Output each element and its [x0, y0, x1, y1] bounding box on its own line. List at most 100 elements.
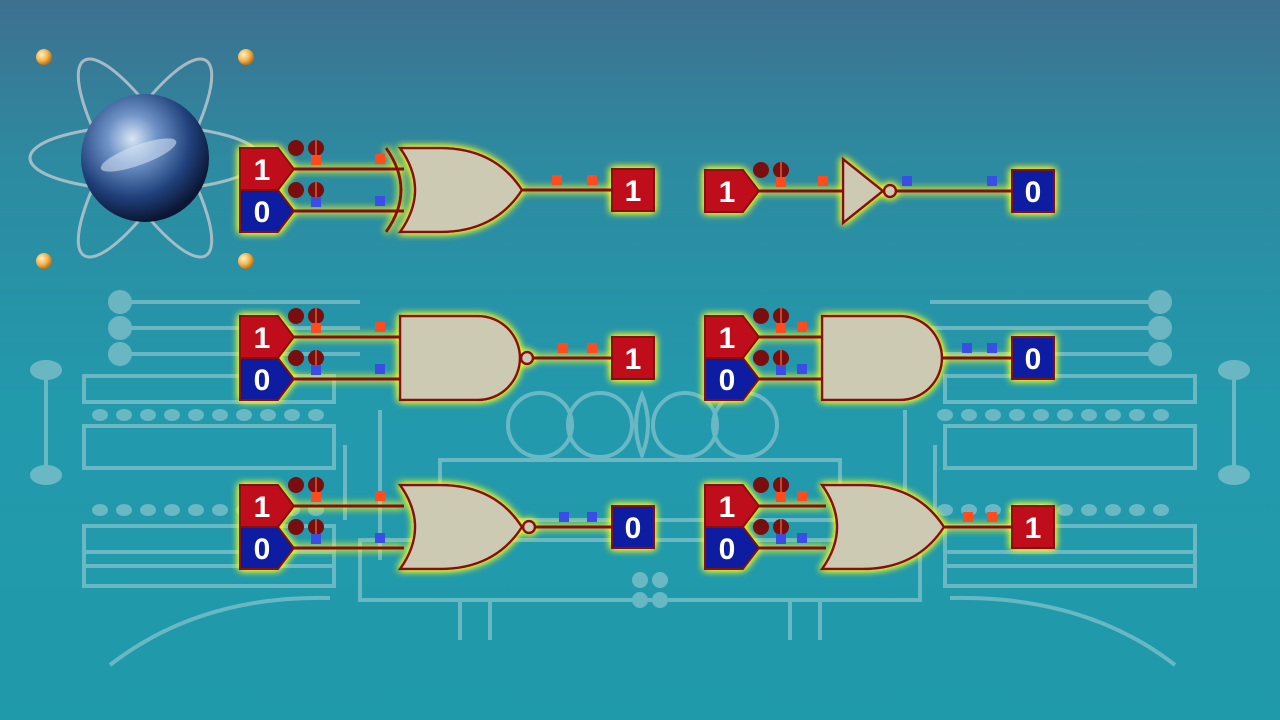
logic-probe-high: [963, 512, 973, 522]
solder-pad: [188, 409, 204, 421]
xor-gate-circuit: 101: [239, 140, 655, 234]
logic-input-high[interactable]: 1: [239, 147, 296, 191]
logic-input-low[interactable]: 0: [239, 357, 296, 401]
nor-gate-icon: [397, 483, 524, 571]
nor-gate-circuit: 1 0 0: [239, 477, 655, 571]
logic-output-low: 0: [1011, 336, 1055, 380]
solder-pad: [1081, 504, 1097, 516]
solder-pad: [1057, 409, 1073, 421]
solder-pad: [937, 409, 953, 421]
input-value: 1: [254, 154, 271, 187]
solder-pad: [1129, 409, 1145, 421]
logic-input-high[interactable]: 1: [704, 315, 761, 359]
solder-pad: [236, 409, 252, 421]
logic-probe-low: [962, 343, 972, 353]
input-value: 0: [254, 364, 271, 397]
logic-output-high: 1: [611, 168, 655, 212]
output-value: 0: [625, 512, 642, 545]
logic-probe-low: [587, 512, 597, 522]
clip-icon: [753, 162, 769, 178]
logic-probe-low: [987, 343, 997, 353]
solder-pad: [92, 409, 108, 421]
clip-icon: [753, 477, 769, 493]
logic-output-low: 0: [611, 505, 655, 549]
not-gate-icon: [841, 156, 886, 226]
logic-output-high: 1: [611, 336, 655, 380]
input-value: 1: [719, 322, 736, 355]
board-traces-right: [903, 290, 1250, 667]
logic-probe-high: [987, 512, 997, 522]
logic-probe-high: [776, 177, 786, 187]
output-value: 0: [1025, 343, 1042, 376]
logic-probe-low: [776, 365, 786, 375]
clip-icon: [753, 519, 769, 535]
logic-probe-high: [375, 491, 385, 501]
or-gate-icon: [819, 483, 946, 571]
logic-probe-high: [311, 155, 321, 165]
solder-pad: [1153, 504, 1169, 516]
input-value: 0: [254, 533, 271, 566]
and-gate-icon: [820, 314, 944, 402]
logic-probe-high: [797, 491, 807, 501]
clip-icon: [753, 350, 769, 366]
solder-pad: [116, 504, 132, 516]
clip-icon: [753, 308, 769, 324]
logic-input-low[interactable]: 0: [239, 189, 296, 233]
logic-output-low: 0: [1011, 169, 1055, 213]
logic-input-low[interactable]: 0: [239, 526, 296, 570]
output-value: 1: [625, 175, 642, 208]
logic-input-high[interactable]: 1: [239, 484, 296, 528]
logic-input-low[interactable]: 0: [704, 526, 761, 570]
logic-probe-high: [375, 322, 385, 332]
logic-probe-high: [375, 154, 385, 164]
logic-input-low[interactable]: 0: [704, 357, 761, 401]
logic-probe-low: [987, 176, 997, 186]
logic-probe-low: [311, 197, 321, 207]
logic-probe-high: [311, 323, 321, 333]
logic-output-high: 1: [1011, 505, 1055, 549]
logic-probe-low: [797, 533, 807, 543]
electron-icon: [238, 253, 254, 269]
input-value: 0: [719, 364, 736, 397]
solder-pad: [1009, 409, 1025, 421]
electron-icon: [238, 49, 254, 65]
xor-gate-icon: [397, 146, 524, 234]
logic-probe-high: [587, 175, 597, 185]
inverter-bubble: [519, 350, 535, 366]
solder-pad: [1153, 409, 1169, 421]
logic-probe-high: [587, 343, 597, 353]
nand-gate-circuit: 1 0 1: [239, 308, 655, 402]
inverter-bubble: [521, 519, 537, 535]
solder-pad: [1033, 409, 1049, 421]
clip-icon: [288, 519, 304, 535]
logic-probe-low: [797, 364, 807, 374]
clip-icon: [288, 477, 304, 493]
logic-probe-low: [375, 196, 385, 206]
logic-input-high[interactable]: 1: [239, 315, 296, 359]
clip-icon: [288, 308, 304, 324]
solder-pad: [1081, 409, 1097, 421]
logic-probe-low: [311, 534, 321, 544]
output-value: 1: [1025, 512, 1042, 545]
solder-pad: [188, 504, 204, 516]
electron-icon: [36, 49, 52, 65]
solder-pad: [308, 409, 324, 421]
or-gate-circuit: 1 0 1: [704, 477, 1055, 571]
clip-icon: [288, 182, 304, 198]
solder-pad: [284, 409, 300, 421]
input-value: 0: [719, 533, 736, 566]
logic-input-high[interactable]: 1: [704, 484, 761, 528]
logic-probe-low: [375, 533, 385, 543]
logic-probe-high: [776, 492, 786, 502]
logic-input-high[interactable]: 1: [704, 169, 761, 213]
board-traces-left: [30, 290, 382, 667]
solder-pad: [140, 504, 156, 516]
logic-probe-low: [902, 176, 912, 186]
logic-probe-low: [559, 512, 569, 522]
logic-probe-high: [797, 322, 807, 332]
logic-probe-high: [311, 492, 321, 502]
electron-icon: [36, 253, 52, 269]
solder-pad: [260, 409, 276, 421]
solder-pad: [985, 409, 1001, 421]
